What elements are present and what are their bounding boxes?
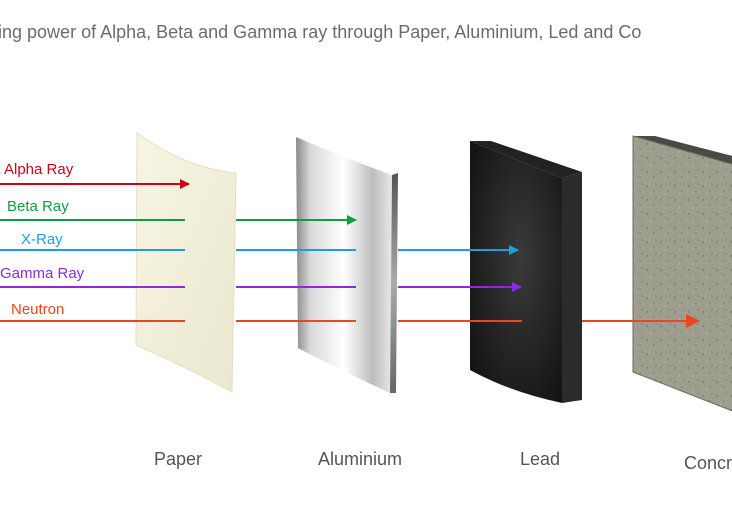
paper-label: Paper (154, 449, 203, 469)
lead-top (470, 141, 582, 178)
neutron-label: Neutron (11, 301, 65, 318)
lead-side (562, 172, 582, 403)
beta-ray-label: Beta Ray (7, 198, 69, 215)
lead-front (470, 141, 562, 403)
gamma-ray-label: Gamma Ray (0, 265, 85, 282)
diagram-title: etrating power of Alpha, Beta and Gamma … (0, 22, 642, 42)
aluminium-label: Aluminium (318, 449, 403, 469)
lead-label: Lead (520, 449, 561, 469)
alpha-ray-label: Alpha Ray (4, 161, 74, 178)
xray-label: X-Ray (21, 231, 63, 248)
aluminium-sheet (296, 137, 392, 393)
concrete-front (632, 135, 732, 412)
paper-sheet (135, 132, 237, 393)
concrete-label: Concr (684, 453, 732, 473)
aluminium-edge (390, 173, 398, 393)
